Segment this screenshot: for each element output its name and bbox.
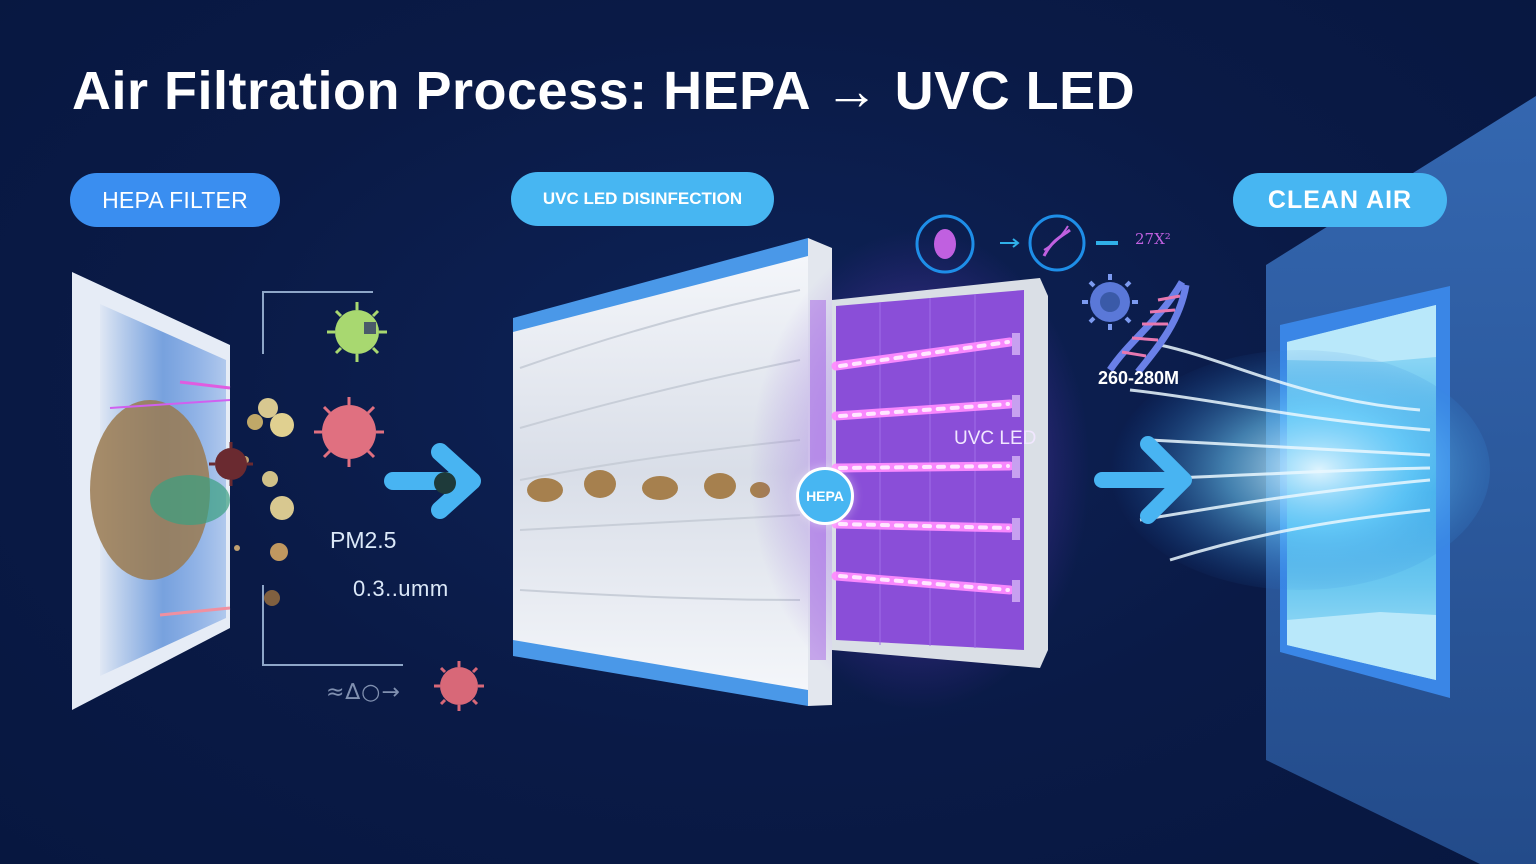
dna-glyph: 27X² [1135, 230, 1171, 248]
dna-icon [1107, 280, 1190, 375]
uvc-led-panel [831, 278, 1048, 668]
virus-icon [327, 302, 387, 362]
particle-size-label: 0.3..umm [353, 576, 449, 601]
dna-icon [1028, 214, 1086, 272]
hepa-badge: HEPA [796, 467, 854, 525]
wavelength-label: 260-280M [1098, 368, 1180, 388]
bacteria-icon [915, 214, 975, 274]
stage-label-clean-air: CLEAN AIR [1233, 173, 1447, 227]
virus-icon [434, 661, 484, 711]
stage-label-uvc-disinfection: UVC LED DISINFECTION [511, 172, 774, 226]
particle-chain-glyphs: ≈∆○→ [326, 680, 401, 705]
hepa-filter-left [72, 272, 294, 710]
virus-icon [209, 442, 253, 486]
uvc-led-label: UVC LED [954, 428, 1037, 449]
arrow-right-icon [384, 443, 481, 519]
page-title: Air Filtration Process: HEPA → UVC LED [72, 61, 1136, 121]
pm25-label: PM2.5 [330, 527, 397, 553]
virus-icon [314, 397, 384, 467]
hepa-pleated-filter [513, 238, 832, 706]
stage-label-hepa-filter: HEPA FILTER [70, 173, 280, 227]
arrow-right-icon [1094, 436, 1192, 524]
virus-icon [1082, 274, 1138, 330]
